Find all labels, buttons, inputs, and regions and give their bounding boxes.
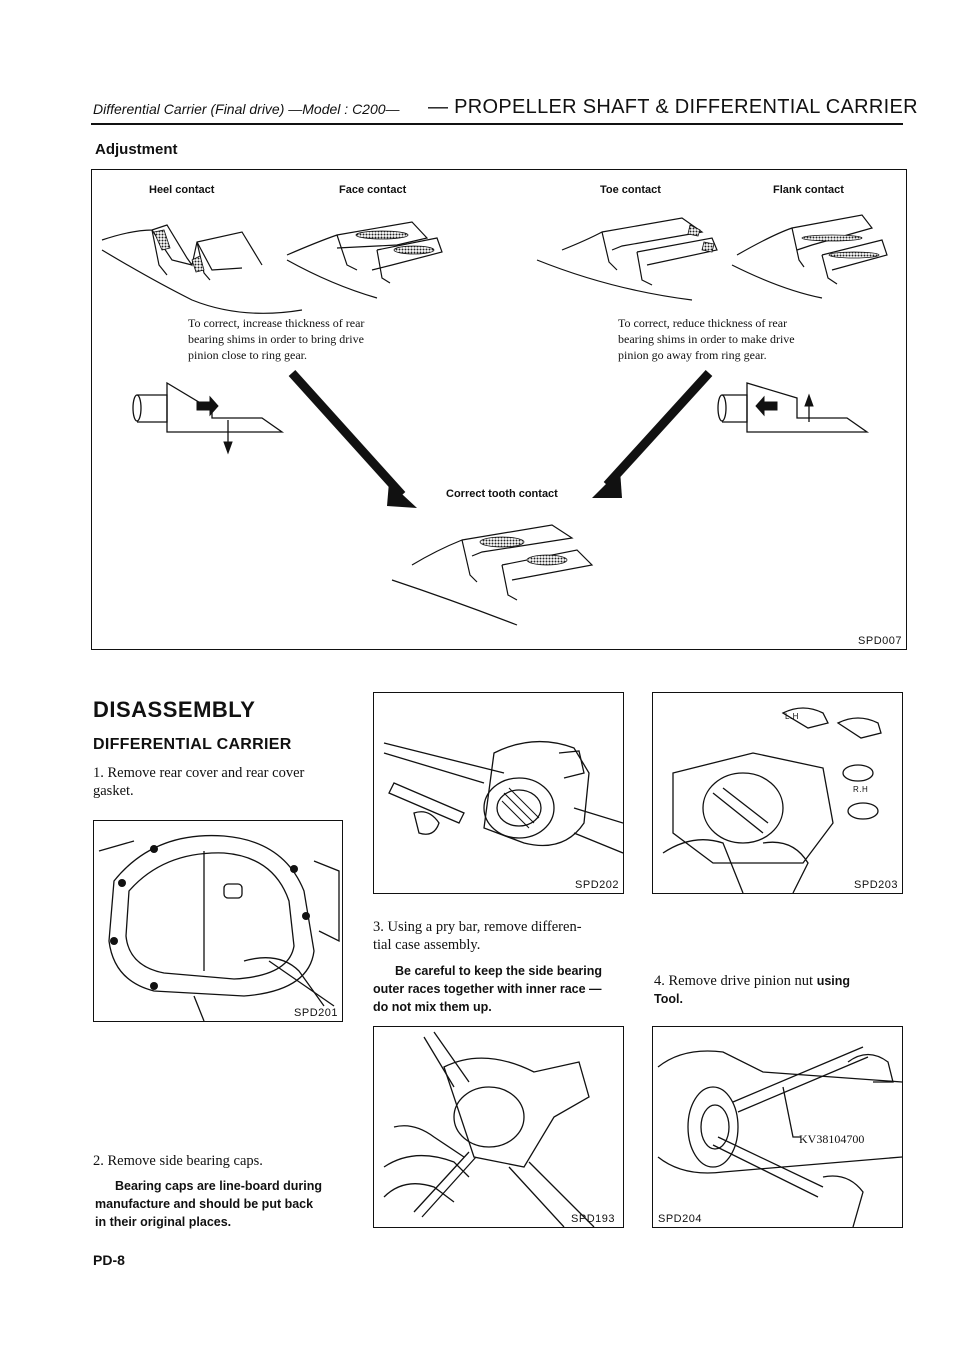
adjustment-figure: Heel contact Face contact Toe contact Fl… [91,169,907,650]
differential-carrier-heading: DIFFERENTIAL CARRIER [93,736,292,753]
cap-lh-label: L.H [785,712,799,721]
cap-rh-label: R.H [853,785,869,794]
figure-spd203: L.H R.H SPD203 [652,692,903,894]
note-increase-shims: To correct, increase thickness of rear b… [188,316,365,362]
pinion-nut-tool-illustration [657,1046,902,1227]
step-3-caution: Be careful to keep the side bearing oute… [373,964,603,1014]
adjustment-heading: Adjustment [95,141,178,158]
carrier-wrench-illustration [383,740,623,854]
header-rule [91,123,903,125]
correct-contact-label: Correct tooth contact [446,488,558,500]
figure-code: SPD201 [294,1007,338,1019]
figure-code: SPD007 [858,635,902,647]
figure-code: SPD203 [854,879,898,891]
figure-spd204: KV38104700 SPD204 [652,1026,903,1228]
figure-spd193: SPD193 [373,1026,624,1228]
step-2-caution: Bearing caps are line-board during manuf… [95,1179,322,1229]
header-model-text: Differential Carrier (Final drive) —Mode… [93,101,400,117]
figure-spd202: SPD202 [373,692,624,894]
flank-contact-label: Flank contact [773,184,844,196]
toe-contact-label: Toe contact [600,184,661,196]
tool-number-label: KV38104700 [799,1132,865,1146]
figure-code: SPD193 [571,1213,615,1225]
step-3-text: 3. Using a pry bar, remove differen- tia… [373,919,582,953]
gear-teeth-illustration [101,214,888,626]
face-contact-label: Face contact [339,184,407,196]
bearing-caps-illustration [662,707,882,893]
rear-cover-illustration [98,834,340,1021]
page-number: PD-8 [93,1252,125,1268]
figure-code: SPD202 [575,879,619,891]
disassembly-heading: DISASSEMBLY [93,697,256,722]
note-reduce-shims: To correct, reduce thickness of rear bea… [618,316,795,362]
figure-spd201: SPD201 [93,820,343,1022]
heel-contact-label: Heel contact [149,184,215,196]
step-4-text: 4. Remove drive pinion nut using Tool. [654,973,851,1006]
step-1-text: 1. Remove rear cover and rear cover gask… [93,765,305,799]
figure-code: SPD204 [658,1213,702,1225]
pry-bar-illustration [383,1031,595,1227]
header-chapter-title: — PROPELLER SHAFT & DIFFERENTIAL CARRIER [428,96,918,118]
step-2-text: 2. Remove side bearing caps. [93,1153,263,1169]
